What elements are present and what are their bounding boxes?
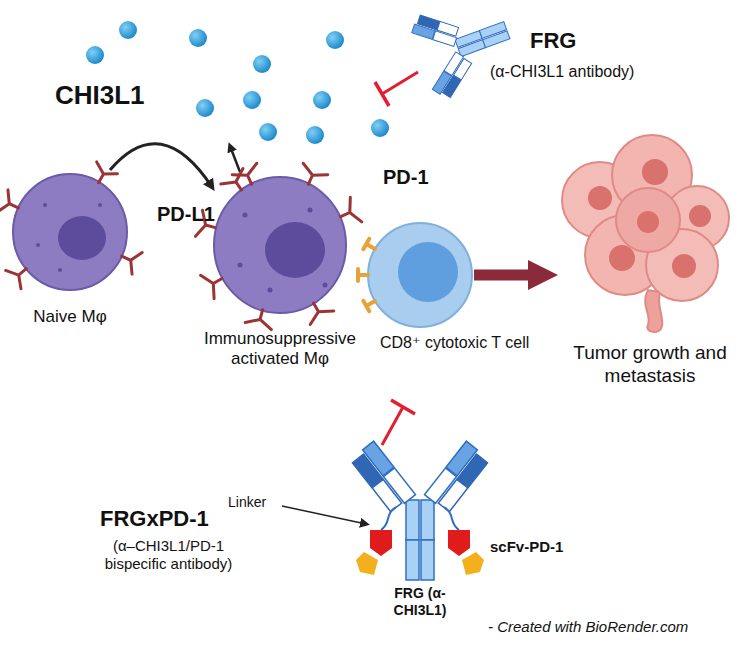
tumor-part-part <box>689 205 711 227</box>
tumor <box>562 135 729 332</box>
naive-macrophage-part <box>36 243 40 247</box>
chi3l1-dots-part <box>313 91 331 109</box>
activated-macrophage-part <box>268 288 273 293</box>
frg-antibody <box>375 0 522 106</box>
frg-antibody-part <box>382 72 418 94</box>
connector <box>474 270 546 281</box>
text-label: - Created with BioRender.com <box>488 618 688 636</box>
chi3l1-dots-part <box>196 99 214 117</box>
chi3l1-dots-part <box>119 21 137 39</box>
tumor-part-part <box>588 186 612 210</box>
chi3l1-dots-part <box>306 126 324 144</box>
pdl1-receptor <box>221 168 243 190</box>
pdl1-receptor <box>341 197 362 222</box>
tumor-part <box>616 188 680 252</box>
bispecific-antibody-part <box>444 507 459 530</box>
pdl1-receptor <box>245 310 271 330</box>
activated-macrophage-part <box>265 222 325 278</box>
chi3l1-dots-part <box>86 46 104 64</box>
pdl1-receptor <box>122 252 142 274</box>
cell-node: PD-L1Immunosuppressive activated Mφ <box>212 177 348 313</box>
receptors <box>0 162 375 330</box>
text-label: FRGxPD-1 <box>100 506 209 532</box>
text-label: FRG (α-CHI3L1) <box>370 585 470 619</box>
tumor-part <box>645 290 662 332</box>
tumor-part-part <box>642 159 668 185</box>
frg-antibody-part <box>406 0 522 104</box>
bispecific-antibody-part <box>381 507 396 530</box>
cell-label: PD-1 <box>383 165 453 189</box>
bispecific-antibody <box>350 400 490 580</box>
text-label: CHI3L1 <box>55 80 145 111</box>
bispecific-antibody-part <box>370 530 392 556</box>
pdl1-receptor <box>310 303 333 324</box>
linker-leader <box>282 506 366 524</box>
cell-label: CD8⁺ cytotoxic T cell <box>380 333 555 352</box>
naive-macrophage-part <box>43 203 47 207</box>
bispecific-antibody-part <box>356 552 378 575</box>
activated-macrophage-part <box>308 208 313 213</box>
chi3l1-dots-part <box>253 55 271 73</box>
naive-macrophage-part <box>58 268 62 272</box>
pd1-receptor <box>363 239 375 249</box>
activated-macrophage <box>214 177 346 313</box>
activated-macrophage-part <box>238 263 243 268</box>
cell-label: Tumor growth and metastasis <box>570 342 730 388</box>
activated-macrophage-part <box>243 213 248 218</box>
tumor-part-part <box>637 211 659 233</box>
naive-macrophage-part <box>98 203 102 207</box>
secretion-arrow <box>230 146 240 172</box>
frg-antibody-part <box>375 82 389 106</box>
activated-macrophage-part <box>214 177 346 313</box>
pdl1-receptor <box>201 275 222 298</box>
pdl1-receptor <box>6 269 27 289</box>
text-label: (α–CHI3L1/PD-1 bispecific antibody) <box>96 537 241 573</box>
cell-node: PD-1CD8⁺ cytotoxic T cell <box>368 223 472 327</box>
naive-macrophage-part <box>13 174 127 290</box>
cell-node: Tumor growth and metastasis <box>560 135 735 335</box>
tumor-part-part <box>672 254 696 278</box>
cell-label: PD-L1 <box>157 202 217 226</box>
cell-label: Naive Mφ <box>10 307 130 327</box>
chi3l1-dots-part <box>189 29 207 47</box>
tumor-part <box>588 159 711 278</box>
chi3l1-dots-part <box>371 119 389 137</box>
bispecific-antibody-part <box>391 400 415 414</box>
naive-macrophage <box>13 174 127 290</box>
cell-node: Naive Mφ <box>10 170 130 295</box>
chi3l1-dots-part <box>243 91 261 109</box>
activated-macrophage-part <box>323 283 328 288</box>
text-label: scFv-PD-1 <box>490 538 563 556</box>
t-cell-part <box>368 223 472 327</box>
t-cell <box>368 223 472 327</box>
pdl1-receptor <box>0 190 18 212</box>
text-label: FRG <box>530 28 576 54</box>
t-cell-part <box>398 242 458 302</box>
pdl1-receptor <box>303 163 328 184</box>
chi3l1-dots-part <box>326 31 344 49</box>
naive-macrophage-part <box>58 216 106 260</box>
bispecific-antibody-part <box>448 530 470 556</box>
connector <box>110 144 212 187</box>
bispecific-antibody-part <box>350 441 490 580</box>
cell-label: Immunosuppressive activated Mφ <box>195 329 365 370</box>
bispecific-antibody-part <box>382 407 403 445</box>
bispecific-antibody-part <box>462 552 484 575</box>
pd1-receptor <box>363 301 375 311</box>
tumor-part-part <box>609 245 635 271</box>
pd1-receptor <box>358 269 368 281</box>
text-label: Linker <box>228 494 266 511</box>
chi3l1-dots-part <box>259 123 277 141</box>
text-label: (α-CHI3L1 antibody) <box>490 62 634 81</box>
